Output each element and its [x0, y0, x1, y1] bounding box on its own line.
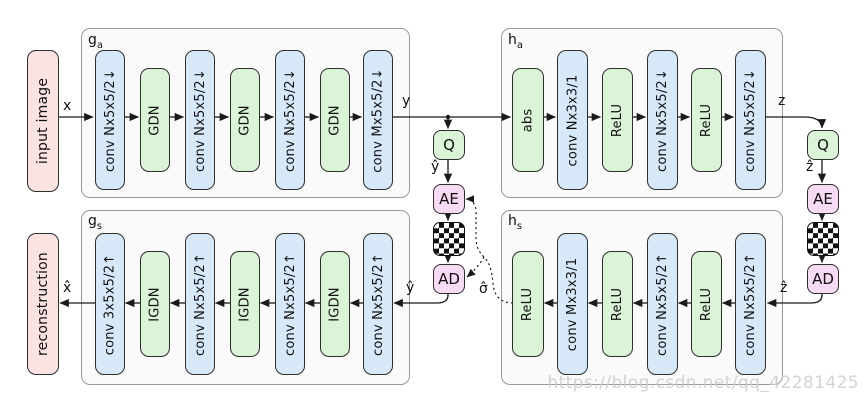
group-gs-label: gs: [88, 213, 103, 232]
arithmetic-decoder-y-label: AD: [438, 270, 460, 288]
ha-abs-block: abs: [512, 68, 544, 172]
ha-conv3-label: conv Nx5x5/2↓: [743, 68, 758, 172]
ha-conv2-block: conv Nx5x5/2↓: [647, 50, 678, 190]
hs-relu1-block: ReLU: [512, 251, 544, 357]
ga-gdn2-block: GDN: [230, 68, 260, 172]
watermark-text: https://blog.csdn.net/qq_42281425: [547, 373, 859, 393]
ga-conv3-label: conv Nx5x5/2↓: [282, 68, 298, 172]
bitstream-z-icon: [807, 222, 839, 256]
group-ga-label: ga: [88, 32, 104, 51]
gs-igdn3-label: IGDN: [327, 286, 343, 322]
ha-relu2-label: ReLU: [699, 103, 715, 137]
gs-igdn2-label: IGDN: [237, 286, 253, 322]
junction-dot: [445, 114, 451, 120]
input-image-label: input image: [35, 77, 51, 165]
gs-conv1-label: conv 3x5x5/2↑: [102, 253, 118, 355]
arithmetic-encoder-z-box: AE: [807, 184, 839, 214]
ha-abs-label: abs: [520, 108, 536, 132]
gs-conv3-label: conv Nx5x5/2↑: [282, 252, 298, 356]
ga-conv1-block: conv Nx5x5/2↓: [95, 50, 125, 190]
gs-conv2-label: conv Nx5x5/2↑: [192, 252, 208, 356]
arithmetic-decoder-z-box: AD: [807, 264, 839, 294]
arithmetic-encoder-y-label: AE: [439, 190, 459, 208]
signal-y-hat-top-label: ŷ: [431, 159, 440, 175]
group-hs-label: hs: [508, 213, 523, 232]
bitstream-y-icon: [433, 222, 465, 256]
gs-igdn3-block: IGDN: [320, 251, 350, 357]
hs-conv1-block: conv Mx3x3/1: [557, 233, 588, 375]
arithmetic-decoder-y-box: AD: [433, 264, 465, 294]
quantizer-z-label: Q: [817, 136, 829, 154]
quantizer-y-label: Q: [443, 136, 455, 154]
signal-z-hat-top-label: ẑ: [806, 159, 814, 175]
reconstruction-box: reconstruction: [27, 233, 59, 375]
hs-relu2-label: ReLU: [610, 287, 626, 321]
ga-conv1-label: conv Nx5x5/2↓: [102, 68, 118, 172]
ha-relu1-label: ReLU: [610, 103, 626, 137]
signal-z-hat-bottom-label: ẑ: [780, 280, 788, 296]
quantizer-y-box: Q: [433, 130, 465, 160]
ga-conv4-block: conv Mx5x5/2↓: [363, 50, 393, 190]
hs-conv3-block: conv Nx5x5/2↑: [735, 233, 766, 375]
hs-relu1-label: ReLU: [520, 287, 536, 321]
hs-conv2-label: conv Nx5x5/2↑: [655, 252, 670, 356]
ha-conv1-label: conv Nx3x3/1: [565, 74, 580, 166]
hs-relu3-label: ReLU: [699, 287, 715, 321]
hs-conv2-block: conv Nx5x5/2↑: [647, 233, 678, 375]
input-image-box: input image: [27, 50, 59, 192]
ga-conv3-block: conv Nx5x5/2↓: [275, 50, 305, 190]
ga-gdn1-label: GDN: [147, 104, 163, 136]
ha-relu2-block: ReLU: [691, 68, 722, 172]
signal-x-label: x: [63, 98, 72, 114]
arithmetic-encoder-y-box: AE: [433, 184, 465, 214]
ga-conv2-block: conv Nx5x5/2↓: [185, 50, 215, 190]
ga-gdn3-label: GDN: [327, 104, 343, 136]
signal-y-label: y: [402, 93, 411, 109]
group-ha-label: ha: [508, 32, 524, 51]
arithmetic-encoder-z-label: AE: [813, 190, 833, 208]
gs-igdn1-block: IGDN: [140, 251, 170, 357]
signal-z-label: z: [778, 93, 786, 109]
hs-relu2-block: ReLU: [602, 251, 633, 357]
ha-relu1-block: ReLU: [602, 68, 633, 172]
ga-conv4-label: conv Mx5x5/2↓: [370, 67, 386, 173]
reconstruction-label: reconstruction: [35, 252, 51, 356]
gs-igdn1-label: IGDN: [147, 286, 163, 322]
gs-igdn2-block: IGDN: [230, 251, 260, 357]
quantizer-z-box: Q: [807, 130, 839, 160]
signal-sigma-hat-label: σ̂: [479, 281, 488, 297]
signal-x-hat-label: x̂: [63, 280, 72, 296]
ga-gdn2-label: GDN: [237, 104, 253, 136]
gs-conv4-label: conv Nx5x5/2↑: [370, 252, 386, 356]
ha-conv3-block: conv Nx5x5/2↓: [735, 50, 766, 190]
ha-conv1-block: conv Nx3x3/1: [557, 50, 588, 190]
signal-y-hat-bottom-label: ŷ: [406, 280, 415, 296]
gs-conv4-block: conv Nx5x5/2↑: [363, 233, 393, 375]
hs-conv3-label: conv Nx5x5/2↑: [743, 252, 758, 356]
ga-gdn3-block: GDN: [320, 68, 350, 172]
arithmetic-decoder-z-label: AD: [812, 270, 834, 288]
hs-relu3-block: ReLU: [691, 251, 722, 357]
hs-conv1-label: conv Mx3x3/1: [565, 257, 580, 351]
gs-conv2-block: conv Nx5x5/2↑: [185, 233, 215, 375]
ga-conv2-label: conv Nx5x5/2↓: [192, 68, 208, 172]
gs-conv3-block: conv Nx5x5/2↑: [275, 233, 305, 375]
ga-gdn1-block: GDN: [140, 68, 170, 172]
gs-conv1-block: conv 3x5x5/2↑: [95, 233, 125, 375]
ha-conv2-label: conv Nx5x5/2↓: [655, 68, 670, 172]
